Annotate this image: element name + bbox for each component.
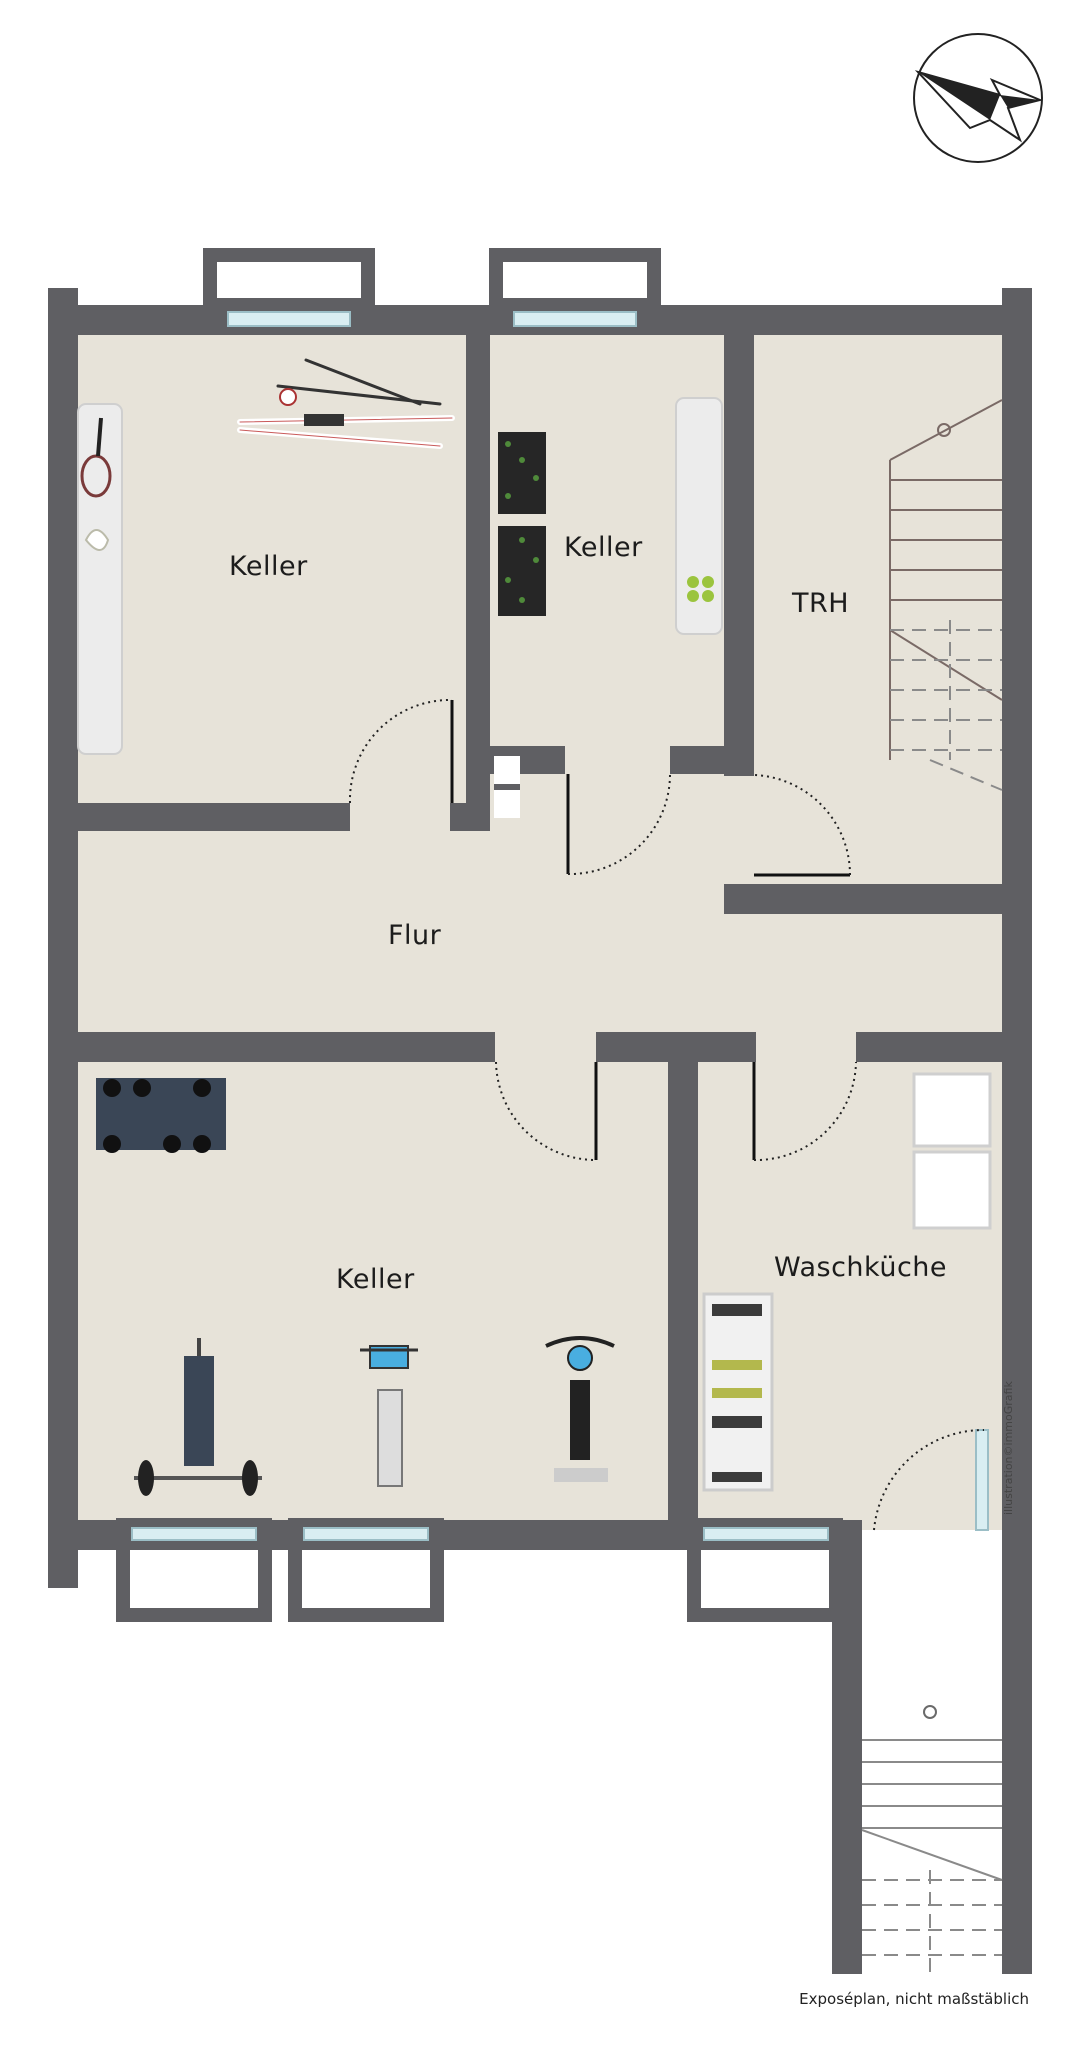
room-label-keller-s: Keller (336, 1264, 415, 1295)
bottle-crates-icon (498, 432, 546, 616)
shoe-rack-icon (702, 1292, 774, 1492)
elliptical-trainer-icon (360, 1345, 418, 1487)
weight-bench-icon (134, 1338, 262, 1496)
compass-icon (913, 33, 1044, 163)
room-label-keller-nw: Keller (229, 551, 308, 582)
staircase-outer (861, 1705, 1003, 1974)
walls (48, 288, 1032, 1974)
shoes-icon (84, 529, 110, 551)
tennis-racket-icon (80, 417, 112, 498)
room-label-waschkueche: Waschküche (774, 1252, 948, 1283)
room-label-keller-n: Keller (564, 532, 643, 563)
windows (131, 311, 989, 1541)
weights-rack-icon (96, 1078, 226, 1153)
staircase-upper (889, 399, 1003, 791)
doors (450, 700, 850, 1160)
skis-icon (237, 358, 455, 449)
washing-machine-icon (912, 1072, 992, 1148)
balls-icon (687, 576, 714, 602)
credit-text: illustration©immoGrafik (1002, 1381, 1015, 1515)
dryer-icon (912, 1150, 992, 1230)
room-label-trh: TRH (792, 588, 850, 619)
exercise-bike-icon (545, 1336, 615, 1482)
door-swings (348, 698, 985, 1531)
room-label-flur: Flur (388, 920, 442, 951)
footnote-text: Exposéplan, nicht maßstäblich (799, 1990, 1029, 2008)
